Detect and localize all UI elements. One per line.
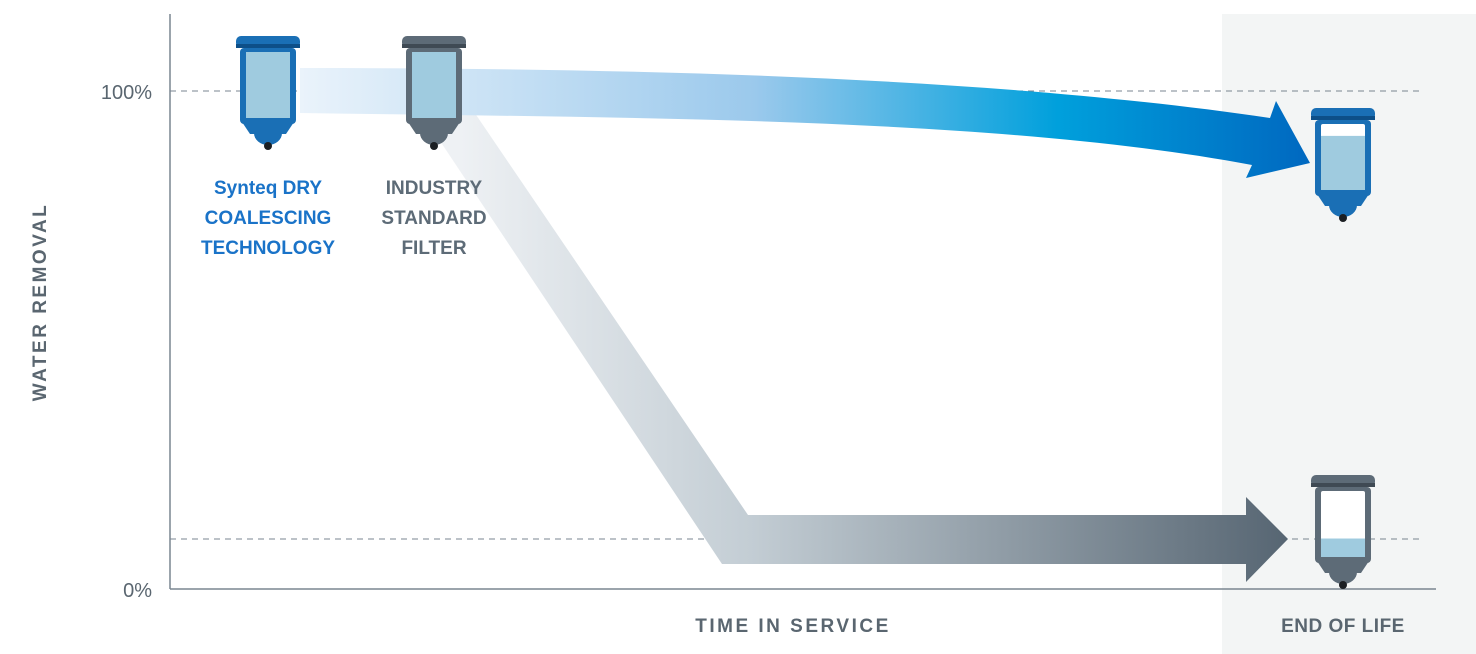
series-industry-label-line-3: FILTER xyxy=(401,238,466,259)
y-tick-0: 0% xyxy=(123,580,152,602)
series-synteq-label: Synteq DRY COALESCING TECHNOLOGY xyxy=(201,178,335,259)
filter-bowl-icon-synteq-start xyxy=(236,36,300,150)
series-industry-label-line-1: INDUSTRY xyxy=(386,178,483,199)
end-of-life-label: END OF LIFE xyxy=(1281,616,1405,637)
y-axis-title: WATER REMOVAL xyxy=(30,203,51,402)
series-industry-standard-band xyxy=(440,103,1288,582)
y-tick-100: 100% xyxy=(101,82,152,104)
series-industry-label: INDUSTRY STANDARD FILTER xyxy=(381,178,486,259)
series-synteq-label-line-3: TECHNOLOGY xyxy=(201,238,335,259)
x-axis-title: TIME IN SERVICE xyxy=(695,616,891,637)
series-synteq-label-line-1: Synteq DRY xyxy=(214,178,322,199)
series-industry-label-line-2: STANDARD xyxy=(381,208,486,229)
filter-bowl-icon-synteq-end xyxy=(1311,108,1375,222)
filter-bowl-icon-industry-start xyxy=(402,36,466,150)
series-synteq-band xyxy=(300,68,1310,178)
filter-bowl-icon-industry-end xyxy=(1311,475,1375,589)
series-synteq-label-line-2: COALESCING xyxy=(205,208,332,229)
